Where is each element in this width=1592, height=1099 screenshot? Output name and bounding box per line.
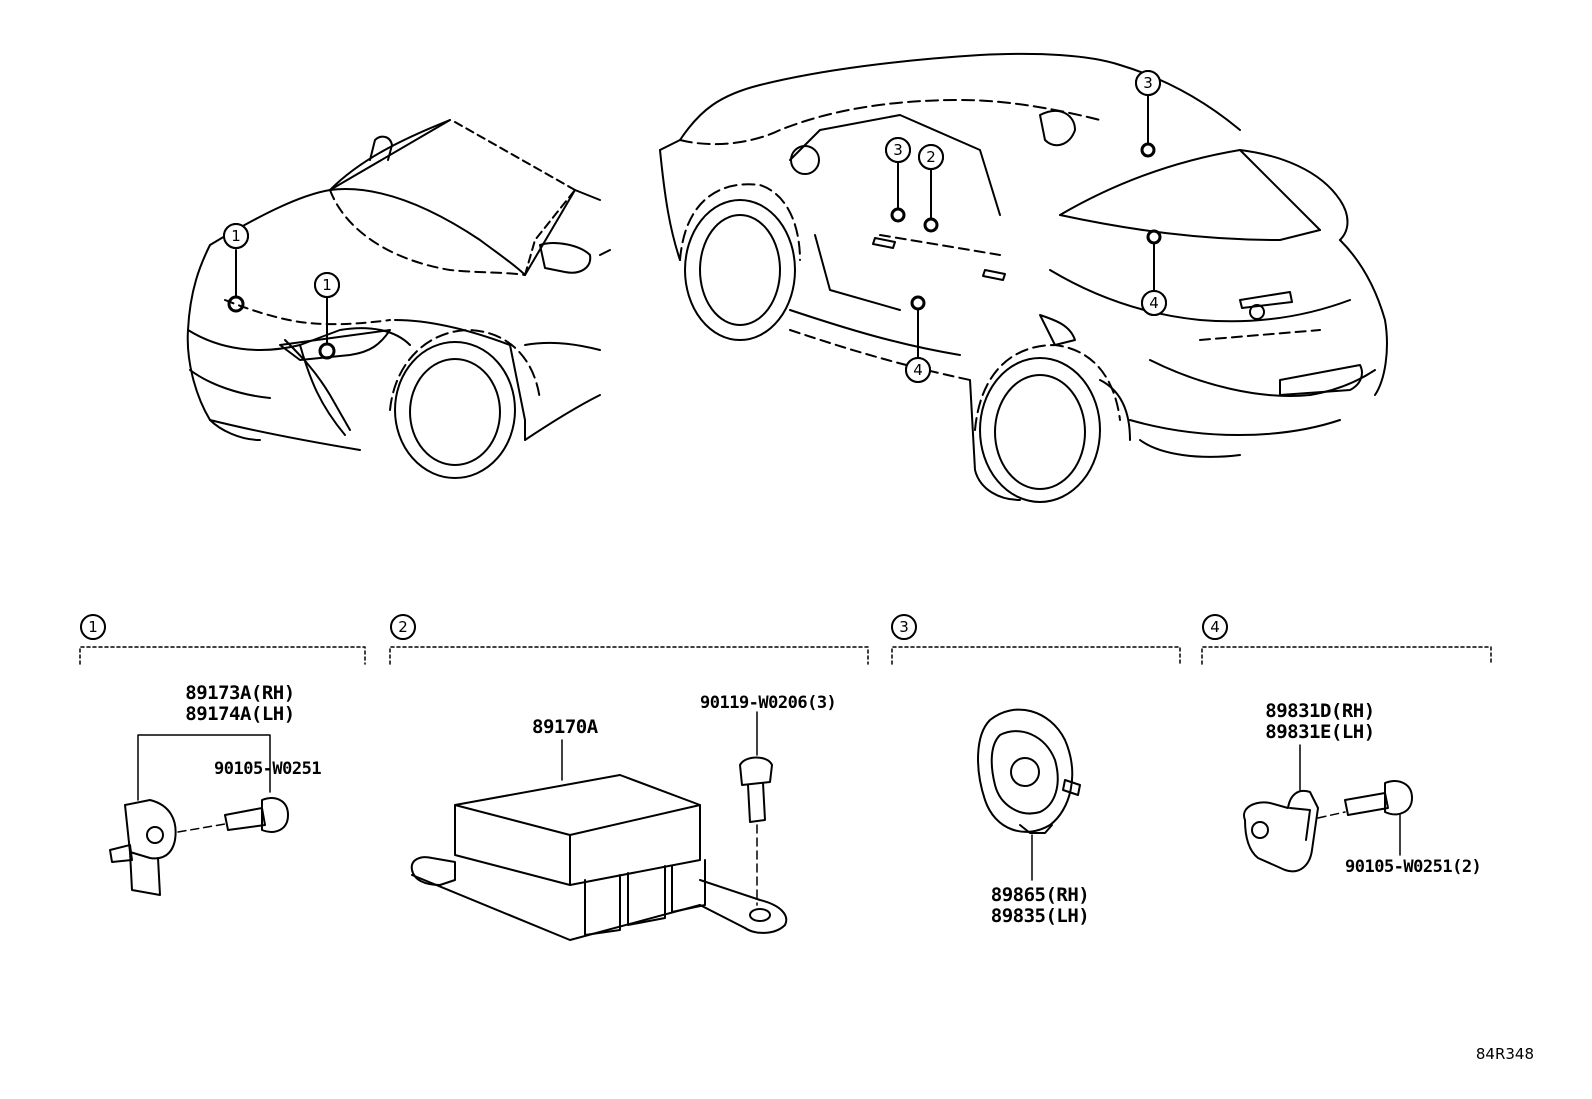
callout-1-front-center: 1 (314, 272, 340, 298)
group-brackets (79, 614, 1492, 665)
part-number-89835: 89835(LH) (990, 905, 1090, 927)
callout-4-sill: 4 (905, 357, 931, 383)
callout-2-door: 2 (918, 144, 944, 170)
illustration-reference-code: 84R348 (1475, 1045, 1534, 1063)
group-2-index: 2 (390, 614, 416, 640)
part-number-89831d: 89831D(RH) (1265, 700, 1375, 722)
callout-3-roof: 3 (1135, 70, 1161, 96)
part-number-89865: 89865(RH) (990, 884, 1090, 906)
group-2-parts (410, 711, 788, 941)
fastener-number-90119-w0206: 90119-W0206(3) (700, 693, 837, 713)
part-number-89170a: 89170A (532, 716, 598, 738)
fastener-number-90105-w0251-2: 90105-W0251(2) (1345, 857, 1482, 877)
callout-3-door: 3 (885, 137, 911, 163)
group-1-index: 1 (80, 614, 106, 640)
part-number-89174a: 89174A(LH) (185, 703, 295, 725)
callout-1-front-left: 1 (223, 223, 249, 249)
group-3-parts (977, 708, 1081, 881)
fastener-number-90105-w0251: 90105-W0251 (214, 759, 322, 779)
front-car-illustration (186, 119, 611, 479)
part-number-89831e: 89831E(LH) (1265, 721, 1375, 743)
callout-4-rear: 4 (1141, 290, 1167, 316)
part-number-89173a: 89173A(RH) (185, 682, 295, 704)
group-4-parts (1243, 744, 1413, 873)
group-4-index: 4 (1202, 614, 1228, 640)
group-3-index: 3 (891, 614, 917, 640)
group-1-parts (109, 734, 289, 896)
rear-car-illustration (659, 52, 1388, 503)
